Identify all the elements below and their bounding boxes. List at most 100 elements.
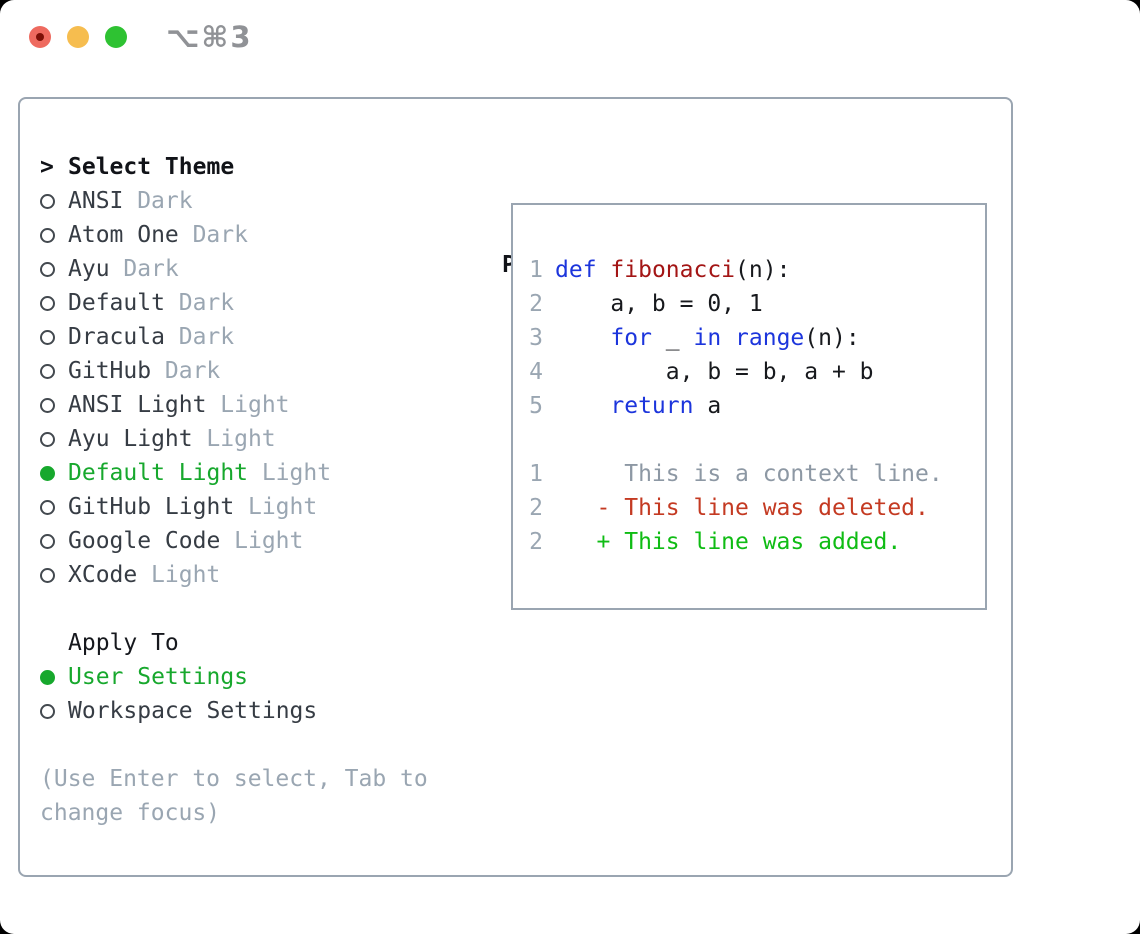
code-token: - This line was deleted. — [555, 495, 929, 521]
theme-option[interactable]: GitHub Dark — [40, 354, 480, 388]
radio-icon — [40, 261, 55, 277]
code-line: 5 return a — [529, 389, 985, 423]
theme-option[interactable]: Ayu Light Light — [40, 422, 480, 456]
code-token — [721, 325, 735, 351]
code-token: return — [610, 393, 694, 419]
radio-icon — [40, 499, 55, 515]
code-line — [529, 423, 985, 457]
option-label: User Settings — [68, 664, 249, 690]
code-token: This is a context line. — [555, 461, 943, 487]
code-token: fibonacci — [610, 257, 736, 283]
radio-icon — [40, 397, 55, 413]
radio-icon — [40, 295, 55, 311]
theme-option[interactable]: Default Light Light — [40, 456, 480, 490]
code-line: 2 - This line was deleted. — [529, 491, 985, 525]
code-line: 4 a, b = b, a + b — [529, 355, 985, 389]
radio-selected-icon — [40, 669, 55, 685]
code-line: 2 + This line was added. — [529, 525, 985, 559]
minimize-button[interactable] — [67, 26, 89, 48]
theme-option[interactable]: ANSI Dark — [40, 184, 480, 218]
apply-to-title: Apply To — [68, 630, 179, 656]
option-label: Atom One — [68, 222, 179, 248]
theme-option[interactable]: Ayu Dark — [40, 252, 480, 286]
radio-icon — [40, 533, 55, 549]
code-token: in — [693, 325, 722, 351]
titlebar: ⌥⌘3 — [0, 0, 1140, 74]
code-token: a, b = b, a + b — [555, 359, 874, 385]
option-label: ANSI Light — [68, 392, 207, 418]
code-token: _ — [651, 325, 694, 351]
variant-tag: Light — [151, 562, 221, 588]
code-token: (n): — [735, 257, 791, 283]
radio-icon — [40, 567, 55, 583]
theme-option[interactable]: Google Code Light — [40, 524, 480, 558]
radio-icon — [40, 431, 55, 447]
code-token: range — [735, 325, 805, 351]
apply-to-option[interactable]: Workspace Settings — [40, 694, 480, 728]
variant-tag: Dark — [164, 358, 221, 384]
radio-icon — [40, 363, 55, 379]
code-token: a — [693, 393, 722, 419]
code-line: 3 for _ in range(n): — [529, 321, 985, 355]
spacer — [40, 728, 480, 762]
theme-option[interactable]: Atom One Dark — [40, 218, 480, 252]
code-token: def — [555, 257, 597, 283]
variant-tag: Dark — [137, 188, 193, 214]
code-token: for — [610, 325, 652, 351]
variant-tag: Light — [206, 426, 276, 452]
code-token — [597, 257, 611, 283]
code-token: + This line was added. — [555, 529, 902, 555]
variant-tag: Light — [234, 528, 304, 554]
spacer — [40, 592, 480, 626]
line-number: 2 — [529, 291, 543, 317]
line-number: 1 — [529, 461, 543, 487]
theme-option[interactable]: GitHub Light Light — [40, 490, 480, 524]
option-label: Ayu Light — [68, 426, 193, 452]
line-number: 4 — [529, 359, 543, 385]
option-label: GitHub — [68, 358, 152, 384]
zoom-button[interactable] — [105, 26, 127, 48]
apply-to-option[interactable]: User Settings — [40, 660, 480, 694]
radio-icon — [40, 193, 55, 209]
code-line: 2 a, b = 0, 1 — [529, 287, 985, 321]
code-token — [555, 393, 610, 419]
option-label: Ayu — [68, 256, 110, 282]
code-line: 1 This is a context line. — [529, 457, 985, 491]
radio-icon — [40, 703, 55, 719]
option-label: GitHub Light — [68, 494, 235, 520]
line-number: 3 — [529, 325, 543, 351]
option-label: Workspace Settings — [68, 698, 318, 724]
option-label: XCode — [68, 562, 138, 588]
radio-selected-icon — [40, 465, 55, 481]
line-number: 5 — [529, 393, 543, 419]
theme-option[interactable]: Dracula Dark — [40, 320, 480, 354]
radio-icon — [40, 329, 55, 345]
variant-tag: Light — [261, 460, 332, 486]
theme-option[interactable]: XCode Light — [40, 558, 480, 592]
close-button[interactable] — [29, 26, 51, 48]
code-token: a, b = 0, 1 — [555, 291, 763, 317]
usage-hint: (Use Enter to select, Tab to change focu… — [40, 766, 428, 826]
keyboard-shortcut-label: ⌥⌘3 — [166, 20, 253, 54]
radio-icon — [40, 227, 55, 243]
option-label: Dracula — [68, 324, 165, 350]
option-label: ANSI — [68, 188, 124, 214]
line-number: 2 — [529, 529, 543, 555]
select-theme-title: Select Theme — [68, 154, 235, 180]
variant-tag: Dark — [192, 222, 248, 248]
option-label: Default Light — [68, 460, 249, 486]
variant-tag: Dark — [178, 324, 235, 350]
prompt-caret-icon: > — [40, 154, 54, 180]
option-label: Google Code — [68, 528, 221, 554]
code-token — [555, 325, 610, 351]
variant-tag: Light — [247, 494, 318, 520]
variant-tag: Dark — [123, 256, 179, 282]
